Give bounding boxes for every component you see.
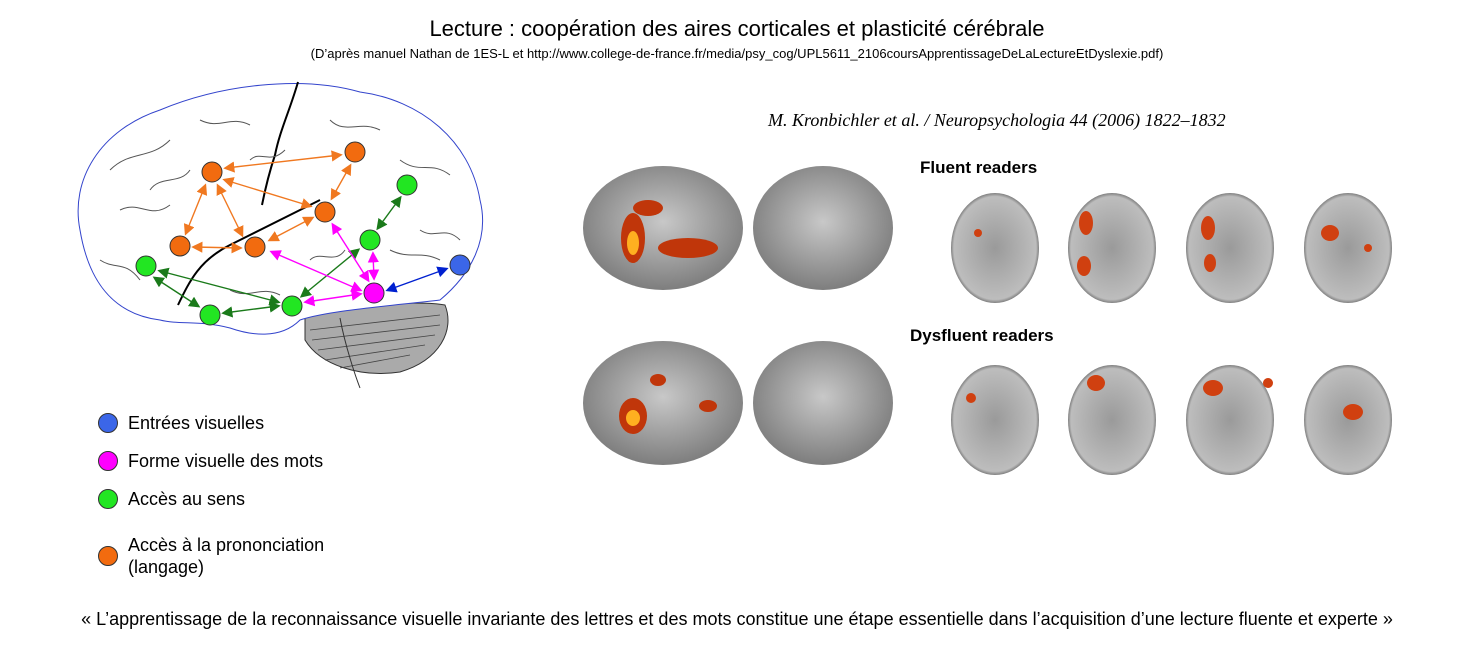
- source-reference: (D’après manuel Nathan de 1ES-L et http:…: [310, 46, 1164, 61]
- legend-label: Accès à la prononciation (langage): [128, 535, 325, 577]
- node-pronunciation: [169, 235, 191, 257]
- page-title: Lecture : coopération des aires cortical…: [429, 16, 1045, 41]
- legend-label: Entrées visuelles: [128, 413, 265, 433]
- axial-slice: [1068, 365, 1156, 475]
- brain-network-diagram: [77, 81, 484, 389]
- legend-item-visual-input: Entrées visuelles: [98, 413, 264, 434]
- fluent-row: [583, 166, 1392, 303]
- node-meaning: [359, 229, 381, 251]
- group-label-dysfluent: Dysfluent readers: [910, 326, 1054, 345]
- axial-slice: [1304, 365, 1392, 475]
- axial-slice: [1186, 365, 1274, 475]
- node-pronunciation: [314, 201, 336, 223]
- node-meaning: [199, 304, 221, 326]
- orange-dot-icon: [98, 546, 118, 566]
- axial-slice: [1304, 193, 1392, 303]
- node-meaning: [281, 295, 303, 317]
- brain-render-left: [583, 341, 743, 465]
- legend-label: Forme visuelle des mots: [128, 451, 324, 471]
- node-pronunciation: [201, 161, 223, 183]
- magenta-dot-icon: [98, 451, 118, 471]
- node-meaning: [396, 174, 418, 196]
- node-word-form: [363, 282, 385, 304]
- node-pronunciation: [244, 236, 266, 258]
- node-pronunciation: [344, 141, 366, 163]
- axial-slice: [1186, 193, 1274, 303]
- group-label-fluent: Fluent readers: [920, 158, 1038, 177]
- brain-outline: [77, 83, 484, 335]
- brain-render-left: [583, 166, 743, 290]
- legend-item-pronunciation: Accès à la prononciation (langage): [98, 534, 358, 578]
- axial-slice: [1068, 193, 1156, 303]
- quote: « L’apprentissage de la reconnaissance v…: [81, 609, 1393, 629]
- axial-slice: [951, 365, 1039, 475]
- brain-render-right: [753, 166, 893, 290]
- blue-dot-icon: [98, 413, 118, 433]
- brain-render-right: [753, 341, 893, 465]
- legend-item-meaning: Accès au sens: [98, 489, 245, 510]
- green-dot-icon: [98, 489, 118, 509]
- dysfluent-row: [583, 341, 1392, 475]
- node-visual-input: [449, 254, 471, 276]
- legend-item-word-form: Forme visuelle des mots: [98, 451, 323, 472]
- node-meaning: [135, 255, 157, 277]
- legend-label: Accès au sens: [128, 489, 246, 509]
- axial-slice: [951, 193, 1039, 303]
- citation: M. Kronbichler et al. / Neuropsychologia…: [768, 110, 1226, 130]
- fmri-scans-figure: M. Kronbichler et al. / Neuropsychologia…: [578, 98, 1438, 498]
